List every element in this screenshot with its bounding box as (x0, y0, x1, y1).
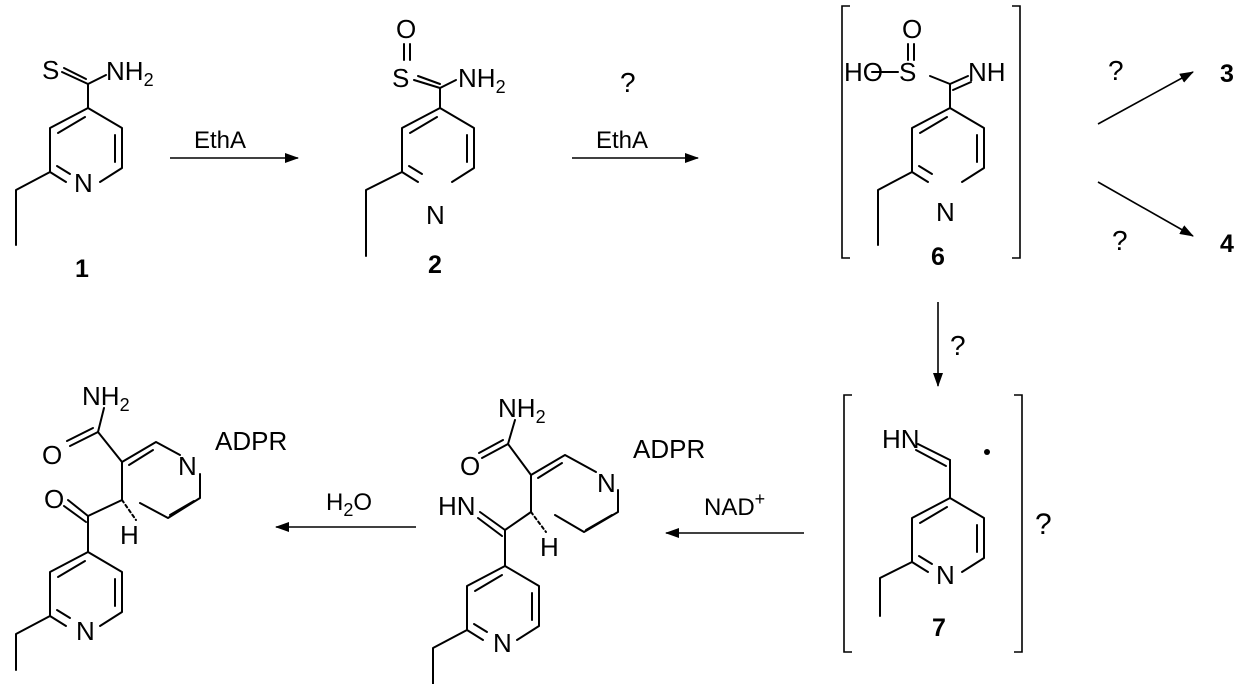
reagent-nad: NAD+ (704, 489, 765, 521)
compound-2: O S NH2 N 2 (365, 14, 506, 279)
reagent-water: H2O (326, 489, 372, 520)
bracket-right (1012, 5, 1021, 259)
atom-o: O (460, 451, 480, 481)
atom-n: N (936, 560, 955, 590)
atom-s: S (899, 57, 916, 87)
reagent-etha-2: EthA (596, 127, 648, 154)
unknown-to-7: ? (950, 330, 966, 361)
compound-1: S NH2 N 1 (15, 55, 154, 283)
bracket-left (843, 394, 852, 653)
ketone-nad-adduct: NH2 O N ADPR O H N (15, 381, 287, 671)
atom-nh: NH (968, 57, 1006, 87)
atom-n: N (74, 168, 93, 198)
unknown-radical: ? (1035, 508, 1052, 541)
atom-adpr: ADPR (633, 434, 705, 464)
atom-n-ring: N (178, 451, 197, 481)
atom-o: O (902, 14, 922, 44)
compound-6: O HO S NH N 6 (841, 5, 1021, 271)
compound-label-4: 4 (1220, 230, 1234, 258)
bracket-left (841, 5, 850, 259)
atom-ho: HO (844, 57, 883, 87)
compound-label-6: 6 (931, 243, 945, 271)
atom-s: S (42, 55, 59, 85)
unknown-step-2: ? (620, 67, 636, 98)
bracket-right (1014, 394, 1023, 653)
atom-hn: HN (882, 424, 920, 454)
radical-dot (984, 449, 990, 455)
atom-o-amide: O (42, 440, 62, 470)
atom-nh2: NH2 (82, 381, 130, 415)
atom-nh2: NH2 (498, 393, 546, 427)
compound-label-3: 3 (1220, 60, 1234, 88)
atom-n: N (426, 200, 445, 230)
arrow-6-to-3 (1097, 71, 1194, 125)
atom-h: H (540, 532, 559, 562)
compound-7: HN N 7 (843, 394, 1023, 653)
compound-label-1: 1 (75, 255, 89, 283)
reagent-etha-1: EthA (194, 127, 246, 154)
atom-n: N (936, 197, 955, 227)
atom-adpr: ADPR (215, 426, 287, 456)
atom-n: N (493, 628, 512, 658)
atom-nh2: NH2 (106, 56, 154, 90)
atom-o-ketone: O (44, 484, 64, 514)
atom-n: N (76, 616, 95, 646)
compound-label-2: 2 (428, 251, 442, 279)
atom-o: O (396, 14, 416, 44)
compound-label-7: 7 (932, 614, 946, 642)
atom-n-ring: N (597, 468, 616, 498)
arrow-6-to-4 (1097, 181, 1194, 237)
atom-hn: HN (438, 491, 476, 521)
imine-nad-adduct: NH2 O N ADPR HN H N (432, 393, 705, 684)
atom-h: H (120, 520, 139, 550)
atom-nh2: NH2 (458, 63, 506, 97)
unknown-to-4: ? (1112, 225, 1128, 256)
atom-s: S (392, 63, 409, 93)
unknown-to-3: ? (1108, 55, 1124, 86)
